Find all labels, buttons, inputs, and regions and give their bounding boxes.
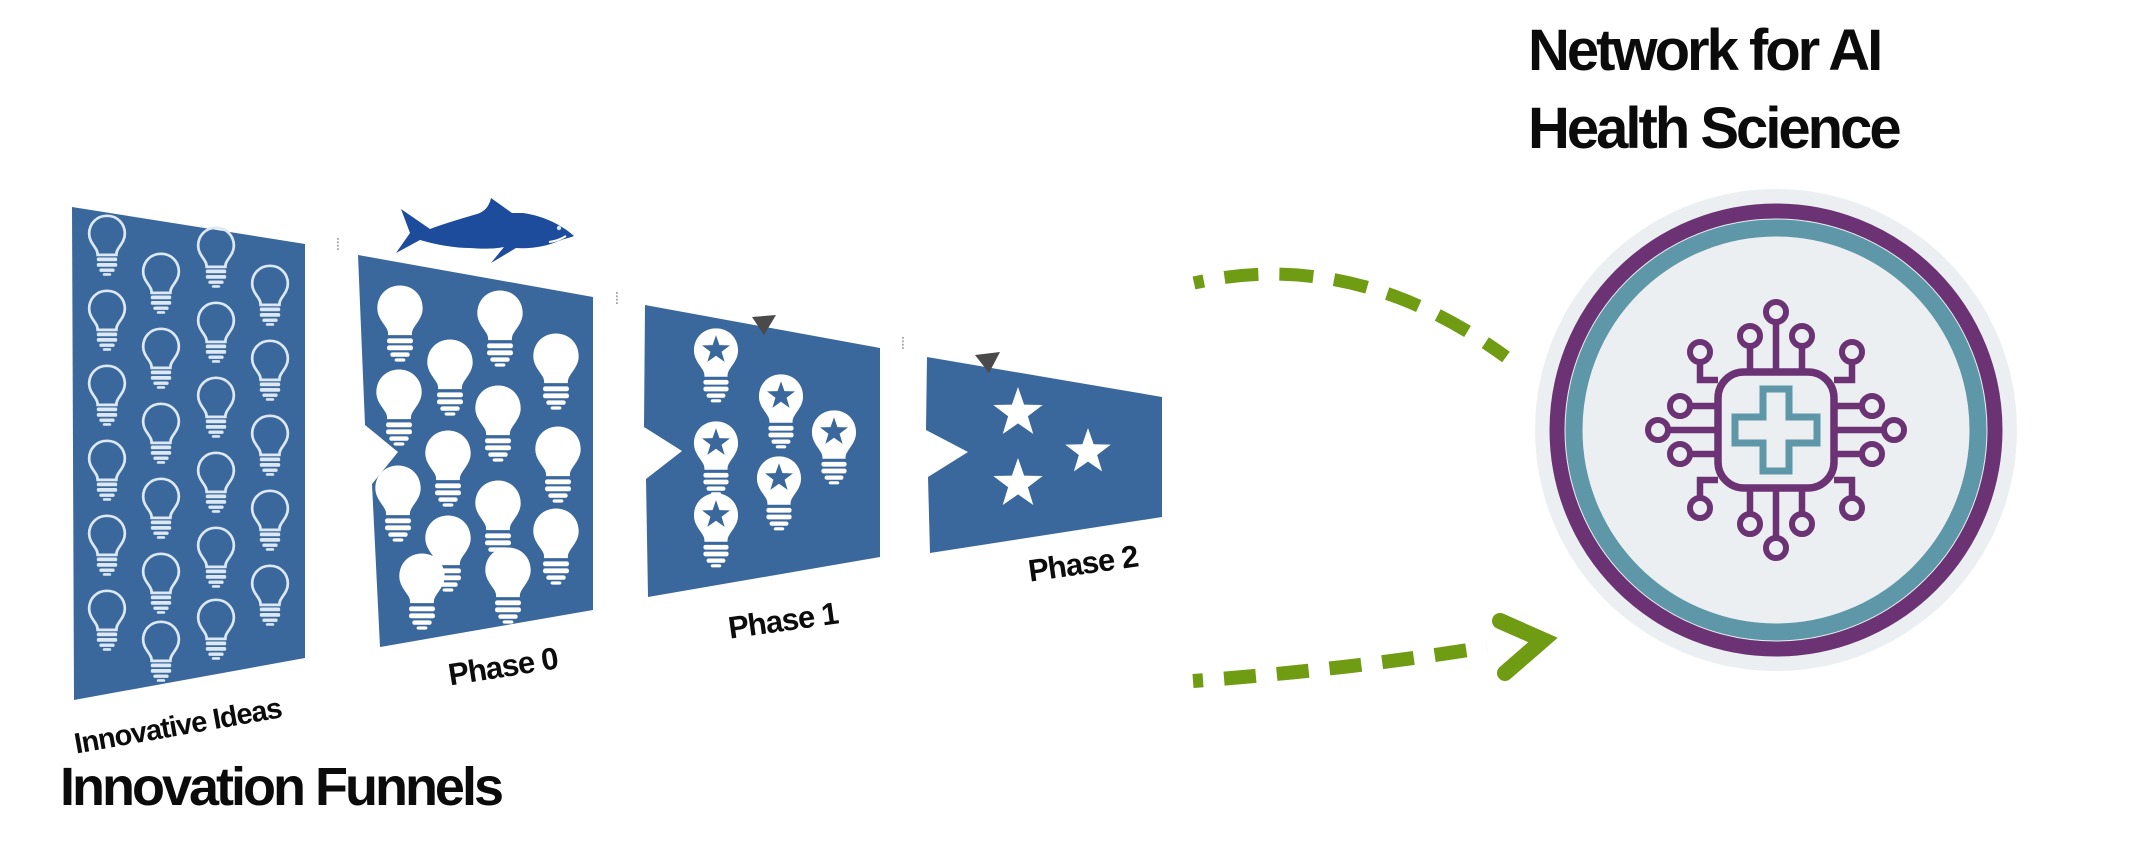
- star-icon: [993, 387, 1043, 435]
- lightbulb-icon: [376, 369, 422, 446]
- network-badge: [1535, 189, 2017, 671]
- main-title: Innovation Funnels: [60, 757, 504, 817]
- lightbulb-icon: [141, 402, 181, 464]
- ai-medical-chip-icon: [1645, 299, 1907, 561]
- lightbulb-icon: [250, 264, 290, 326]
- lightbulb-icon: [87, 439, 127, 501]
- dashed-arrow-bottom: [1192, 613, 1558, 688]
- lightbulb-icon: [250, 414, 290, 476]
- innovation-funnel-phase-0: [358, 255, 593, 647]
- network-title: Network for AI Health Science: [1528, 12, 1902, 168]
- stage-marker-triangle-icon: [975, 352, 1000, 373]
- medical-cross-icon: [1731, 385, 1821, 475]
- innovation-funnel-phase-1: [644, 305, 880, 597]
- lightbulb-icon: [811, 410, 857, 485]
- funnel-shape-innovative-ideas: [72, 207, 305, 700]
- dashed-arrow-top: [1192, 267, 1510, 363]
- lightbulb-icon: [196, 301, 236, 363]
- shark-icon: [396, 198, 574, 263]
- star-icon: [1065, 428, 1111, 472]
- lightbulb-icon: [427, 339, 473, 416]
- lightbulb-icon: [250, 489, 290, 551]
- lightbulb-icon: [533, 333, 579, 410]
- lightbulb-icon: [758, 374, 804, 449]
- lightbulb-icon: [196, 526, 236, 588]
- badge-ring-purple: [1549, 203, 2003, 657]
- star-icon: [993, 458, 1043, 506]
- funnel-shape-phase-2: [926, 357, 1162, 553]
- lightbulb-icon: [250, 564, 290, 626]
- lightbulb-icon: [141, 327, 181, 389]
- network-title-line1: Network for AI: [1528, 18, 1883, 83]
- innovation-funnel-phase-2: [926, 357, 1162, 553]
- artifact-dots: [616, 292, 618, 304]
- chip-body: [1714, 368, 1838, 492]
- arrowhead-icon: [1492, 613, 1558, 681]
- lightbulb-icon: [141, 552, 181, 614]
- lightbulb-icon: [535, 426, 581, 503]
- lightbulb-icon: [196, 226, 236, 288]
- lightbulb-icon: [87, 364, 127, 426]
- lightbulb-icon: [196, 376, 236, 438]
- lightbulb-icon: [141, 252, 181, 314]
- stage-marker-triangle-icon: [752, 315, 776, 335]
- lightbulb-icon: [425, 430, 471, 507]
- network-title-line2: Health Science: [1528, 96, 1902, 161]
- artifact-dots: [902, 337, 904, 349]
- lightbulb-icon: [485, 547, 531, 624]
- lightbulb-icon: [141, 477, 181, 539]
- artifact-dots: [337, 238, 339, 250]
- innovation-funnel-innovative-ideas: [72, 207, 305, 700]
- badge-ring-teal: [1565, 219, 1987, 641]
- lightbulb-icon: [87, 214, 127, 276]
- lightbulb-icon: [756, 456, 802, 531]
- lightbulb-icon: [399, 553, 445, 630]
- lightbulb-icon: [693, 328, 739, 403]
- lightbulb-icon: [87, 514, 127, 576]
- lightbulb-icon: [196, 598, 236, 660]
- lightbulb-icon: [87, 289, 127, 351]
- lightbulb-icon: [533, 508, 579, 585]
- lightbulb-icon: [375, 465, 421, 542]
- lightbulb-icon: [475, 385, 521, 462]
- lightbulb-icon: [693, 421, 739, 496]
- lightbulb-icon: [250, 339, 290, 401]
- lightbulb-icon: [196, 451, 236, 513]
- lightbulb-icon: [141, 620, 181, 682]
- lightbulb-icon: [87, 589, 127, 651]
- lightbulb-icon: [693, 493, 739, 568]
- lightbulb-icon: [477, 290, 523, 367]
- lightbulb-icon: [377, 285, 423, 362]
